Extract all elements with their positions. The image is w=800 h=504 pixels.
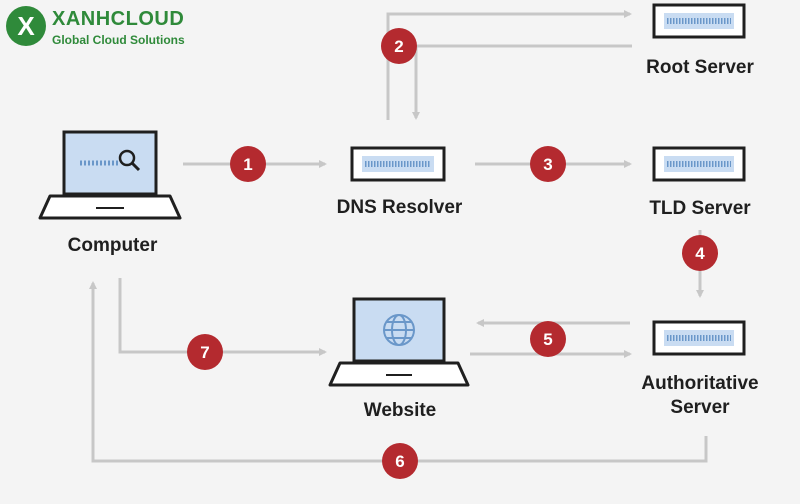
xanhcloud-logo: X XANHCLOUD Global Cloud Solutions [6, 6, 216, 50]
computer-label: Computer [67, 235, 158, 256]
tld-server-label: TLD Server [649, 198, 751, 219]
tld-server-icon [652, 146, 746, 182]
svg-text:7: 7 [200, 343, 209, 362]
dns-resolver-label: DNS Resolver [336, 197, 463, 218]
step-badge-2: 2 [381, 28, 417, 64]
step-badge-3: 3 [530, 146, 566, 182]
svg-text:1: 1 [243, 155, 252, 174]
dns-resolver-server-icon [350, 146, 446, 182]
brand-name: XANHCLOUD [52, 8, 185, 30]
svg-text:2: 2 [394, 37, 403, 56]
root-server-label: Root Server [646, 57, 754, 78]
svg-text:4: 4 [695, 244, 705, 263]
step-badge-6: 6 [382, 443, 418, 479]
website-laptop [328, 297, 470, 387]
computer-laptop [38, 130, 182, 220]
arrow-step-2-up [386, 10, 632, 120]
root-server-icon [652, 3, 746, 39]
arrow-step-2-down [412, 44, 632, 120]
step-badge-4: 4 [682, 235, 718, 271]
authoritative-server-icon [652, 320, 746, 356]
website-label: Website [363, 400, 437, 421]
arrow-step-7 [118, 278, 327, 356]
svg-text:6: 6 [395, 452, 404, 471]
svg-text:3: 3 [543, 155, 552, 174]
magnifier-icon [118, 149, 141, 172]
svg-text:5: 5 [543, 330, 552, 349]
step-badge-5: 5 [530, 321, 566, 357]
step-badge-7: 7 [187, 334, 223, 370]
brand-tagline: Global Cloud Solutions [52, 33, 185, 47]
logo-mark: X [6, 6, 46, 46]
step-badge-1: 1 [230, 146, 266, 182]
globe-icon [383, 314, 415, 346]
authoritative-server-label: Authoritative Server [641, 373, 759, 418]
